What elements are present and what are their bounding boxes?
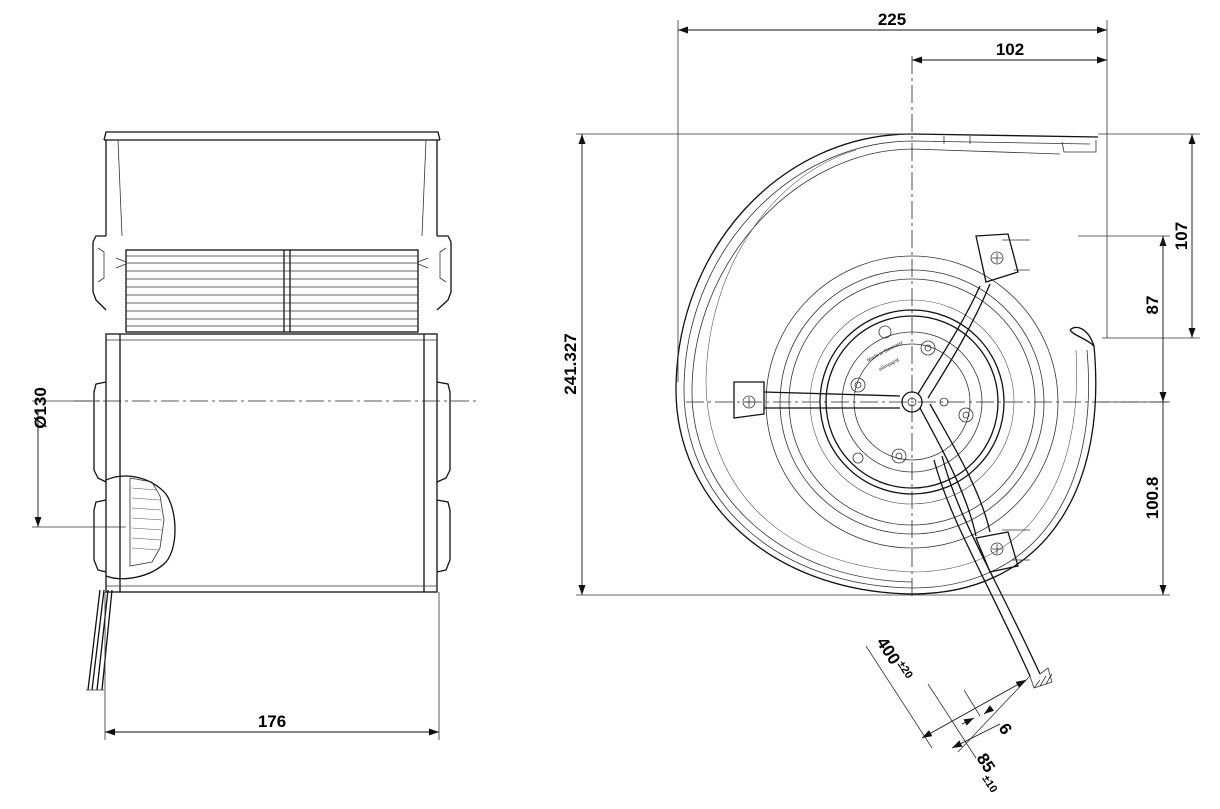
dim-outlet-107-label: 107 bbox=[1172, 222, 1191, 250]
side-impeller bbox=[115, 249, 429, 333]
side-view: Ø130 176 bbox=[31, 131, 478, 740]
dim-cable-85-label: 85 bbox=[973, 750, 999, 776]
dim-cable-400-tol: ±20 bbox=[895, 659, 915, 681]
label-brand: ebmpapst bbox=[878, 357, 901, 373]
dim-width-225: 225 bbox=[677, 10, 1108, 382]
dim-diameter-130: Ø130 bbox=[31, 387, 126, 528]
dim-width-225-label: 225 bbox=[878, 10, 906, 29]
dim-offset-102: 102 bbox=[912, 40, 1107, 64]
side-housing-body bbox=[105, 333, 438, 593]
front-impeller bbox=[765, 255, 1059, 549]
dim-width-176-label: 176 bbox=[258, 712, 286, 731]
dim-width-176: 176 bbox=[104, 592, 440, 740]
dim-offset-102-label: 102 bbox=[996, 40, 1024, 59]
dim-height-241-label: 241.327 bbox=[561, 333, 580, 394]
dim-lower-100-8: 100.8 bbox=[1143, 402, 1167, 595]
screw-bottom-icon bbox=[990, 542, 1004, 556]
screw-top-icon bbox=[990, 251, 1004, 265]
side-housing-top bbox=[103, 131, 441, 141]
front-view: Made in Germany ebmpapst bbox=[561, 10, 1200, 795]
side-flange-left bbox=[92, 235, 107, 573]
dim-diameter-130-label: Ø130 bbox=[31, 387, 50, 429]
front-scroll-housing bbox=[675, 133, 1099, 595]
front-cable bbox=[933, 455, 1053, 689]
dim-outlet-107: 107 bbox=[1098, 133, 1200, 339]
side-cable-gland bbox=[105, 475, 176, 580]
dim-height-241: 241.327 bbox=[561, 133, 1170, 596]
shaft-icon bbox=[901, 391, 923, 413]
dim-outlet-87-label: 87 bbox=[1143, 296, 1162, 315]
dim-lower-100-8-label: 100.8 bbox=[1143, 477, 1162, 520]
dim-cable-85-tol: ±10 bbox=[979, 773, 999, 795]
side-flange-right bbox=[436, 235, 452, 573]
screw-left-icon bbox=[742, 395, 756, 409]
dim-cable: 400 ±20 6 85 ±10 bbox=[865, 634, 1031, 795]
side-cable bbox=[86, 589, 113, 691]
dim-wire-6-label: 6 bbox=[995, 720, 1016, 738]
dim-outlet-87: 87 bbox=[1078, 235, 1170, 403]
